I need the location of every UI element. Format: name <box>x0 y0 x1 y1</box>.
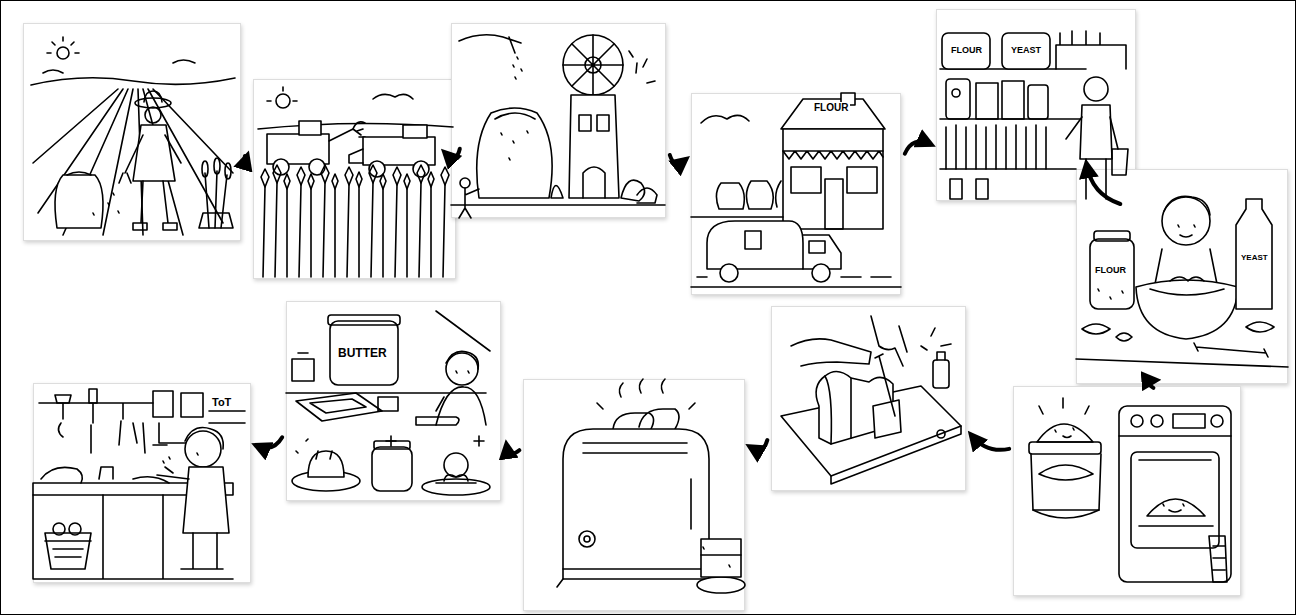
step-panel <box>253 79 456 279</box>
step-panel <box>771 306 966 491</box>
label-text: FLOUR <box>949 46 984 56</box>
step-panel <box>23 23 241 241</box>
step-panel <box>451 23 666 218</box>
flow-arrow <box>507 445 520 453</box>
label-text: YEAST <box>1009 46 1043 56</box>
step-panel <box>1013 386 1241 596</box>
label-text: FLOUR <box>1093 266 1128 276</box>
flow-arrow <box>670 155 686 163</box>
flow-arrow <box>245 156 248 162</box>
flow-arrow <box>257 437 283 448</box>
label-text: FLOUR <box>812 102 850 113</box>
step-panel: BUTTER <box>286 301 501 501</box>
flow-arrow <box>905 142 931 154</box>
flow-arrow <box>972 435 1010 449</box>
step-panel: FLOUR YEAST <box>1076 169 1288 384</box>
step-panel: FLOUR <box>691 93 901 295</box>
step-panel <box>523 379 745 611</box>
label-text: ToT <box>210 396 233 408</box>
flow-arrow <box>751 440 768 450</box>
label-text: BUTTER <box>336 347 389 360</box>
step-panel: ToT <box>33 383 251 583</box>
label-text: YEAST <box>1239 254 1270 263</box>
